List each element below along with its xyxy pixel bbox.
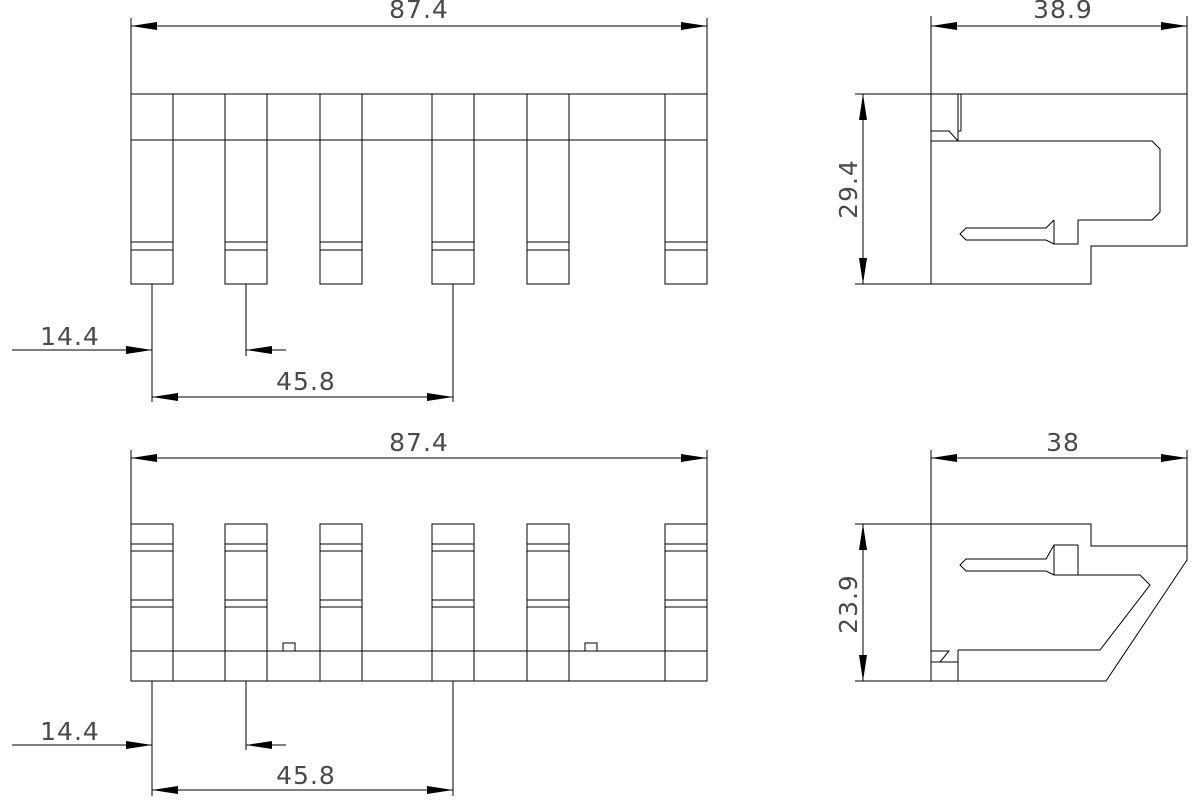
pin: [664, 523, 708, 682]
pin: [664, 93, 708, 285]
top-side-view: 38.9 29.4: [834, 0, 1188, 285]
bottom-front-view: 87.4: [12, 428, 708, 796]
latch-tab: [282, 642, 296, 652]
bottom-front-width-label: 87.4: [389, 428, 449, 457]
bottom-side-view: 38 23.9: [834, 428, 1188, 682]
top-front-width-label: 87.4: [389, 0, 449, 24]
bottom-side-height-dimension: 23.9: [834, 523, 931, 682]
bottom-front-pitch-dimension: 14.4 45.8: [12, 681, 454, 796]
bottom-side-depth-dimension: 38: [930, 428, 1188, 546]
bottom-front-pins: [130, 523, 708, 682]
pin: [526, 93, 570, 285]
top-front-span-label: 45.8: [276, 367, 336, 396]
top-front-body: [130, 93, 708, 284]
pin: [431, 93, 475, 285]
top-front-pitch-dimension: 14.4 45.8: [12, 284, 454, 402]
top-side-height-dimension: 29.4: [834, 93, 931, 285]
bottom-side-depth-label: 38: [1046, 428, 1080, 457]
bottom-front-width-dimension: 87.4: [130, 428, 708, 524]
pin: [130, 93, 174, 285]
pin: [224, 93, 268, 285]
bottom-front-span-label: 45.8: [276, 761, 336, 790]
top-front-pitch-label: 14.4: [40, 322, 100, 351]
pin: [319, 93, 363, 285]
top-side-depth-label: 38.9: [1033, 0, 1093, 24]
bottom-side-height-label: 23.9: [834, 574, 863, 634]
pin: [526, 523, 570, 682]
top-side-depth-dimension: 38.9: [930, 0, 1188, 94]
pin: [431, 523, 475, 682]
pin: [130, 523, 174, 682]
latch-tab: [584, 642, 598, 652]
bottom-front-body: [130, 524, 708, 682]
top-side-height-label: 29.4: [834, 159, 863, 219]
top-front-width-dimension: 87.4: [130, 0, 708, 94]
bottom-front-pitch-label: 14.4: [40, 717, 100, 746]
pin: [224, 523, 268, 682]
top-side-body: [930, 93, 1188, 285]
pin: [319, 523, 363, 682]
top-front-view: 87.4: [12, 0, 708, 402]
bottom-side-body: [930, 523, 1188, 682]
top-front-pins: [130, 93, 708, 285]
